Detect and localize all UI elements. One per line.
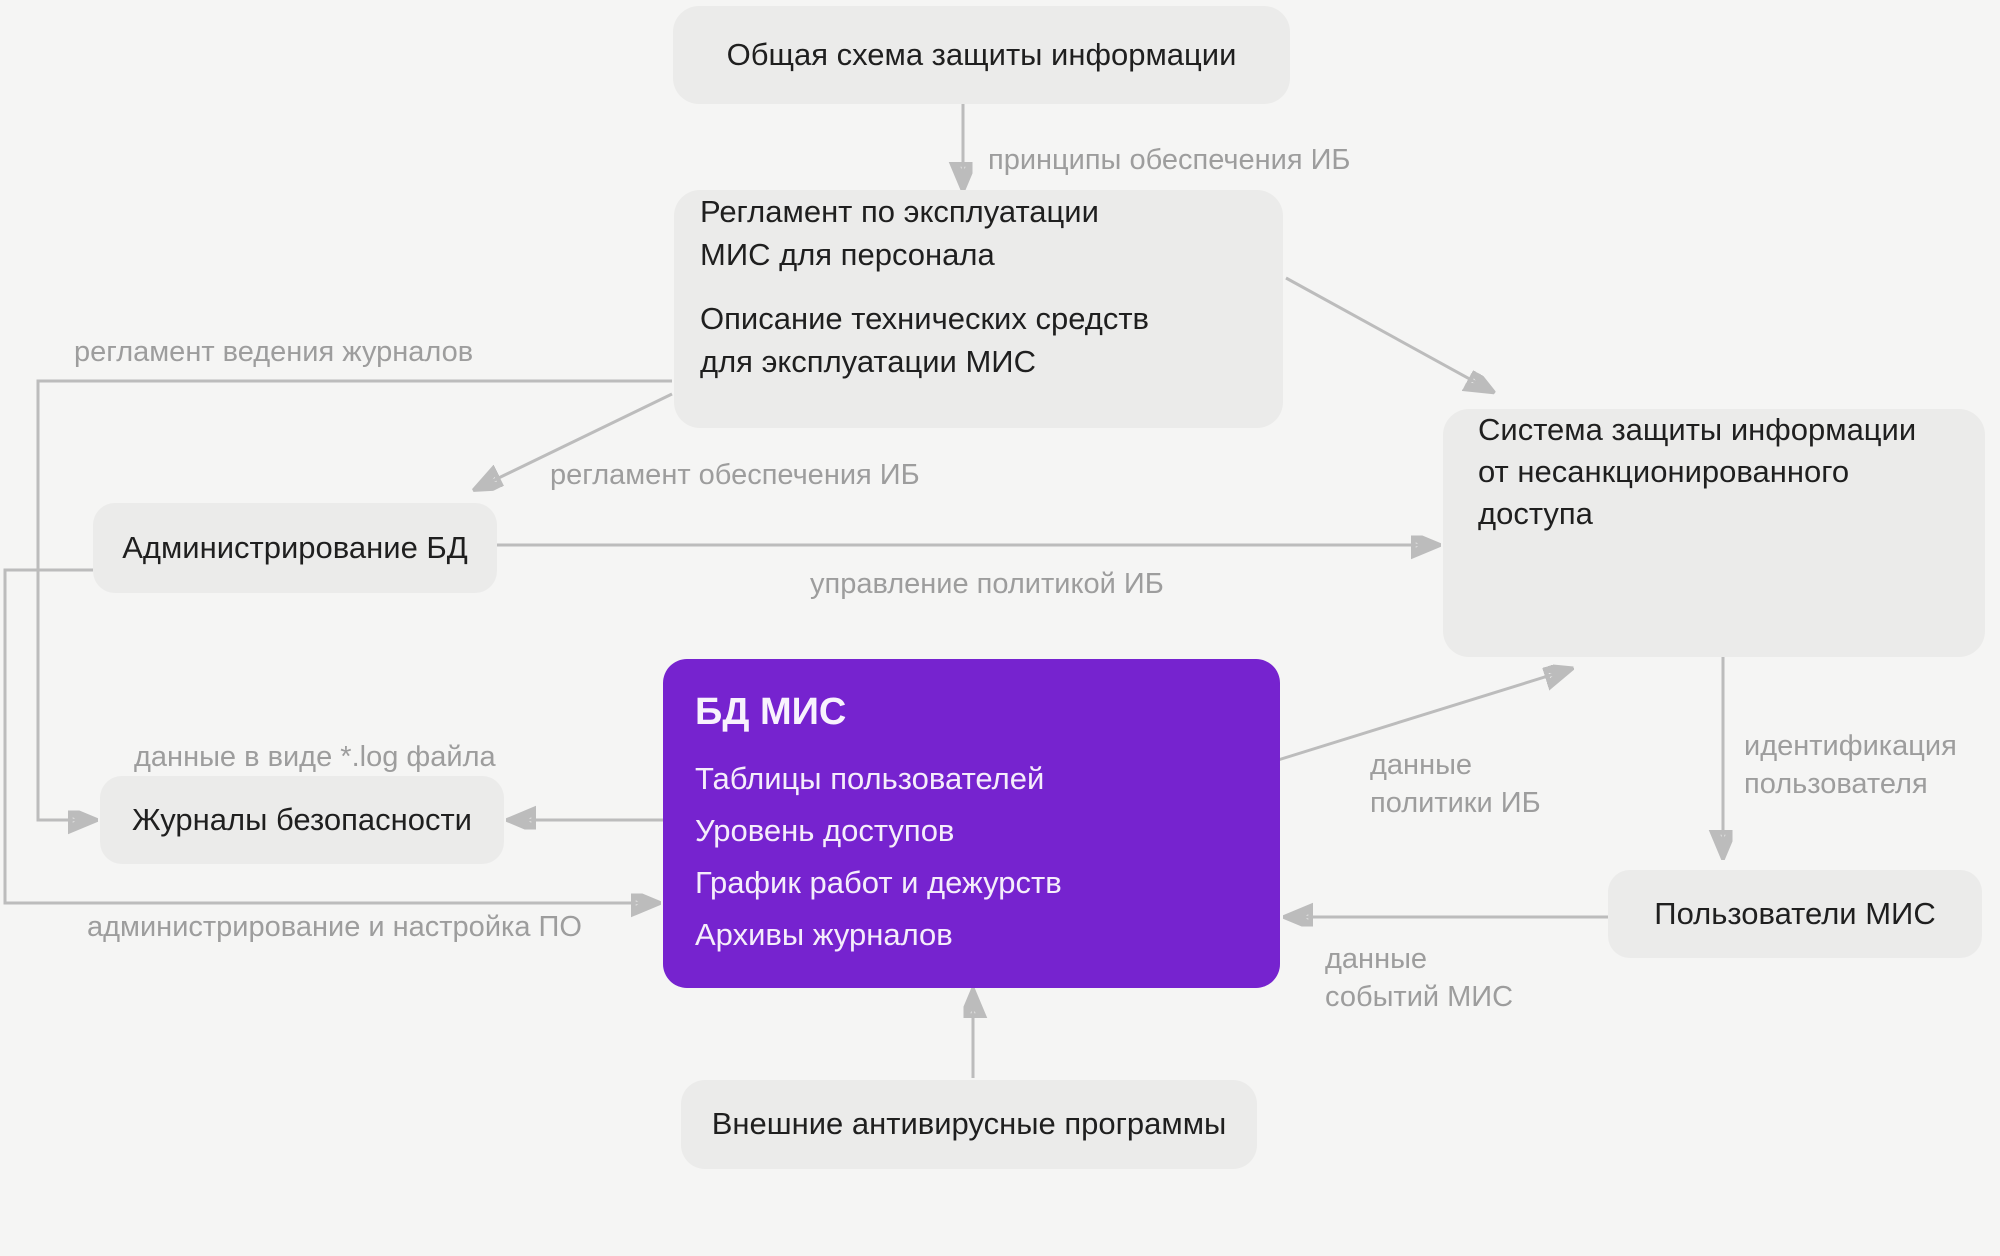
node-general-scheme: Общая схема защиты информации [673,6,1290,104]
edge-label-admin-setup: администрирование и настройка ПО [87,911,582,943]
edge-label-ib-reglament: регламент обеспечения ИБ [550,459,920,491]
edge-label-log-file-data: данные в виде *.log файла [134,741,496,773]
node-security-logs: Журналы безопасности [100,776,504,864]
node-db-mis: БД МИС Таблицы пользователей Уровень дос… [663,659,1280,988]
edge-label-journal-reglament: регламент ведения журналов [74,336,474,368]
node-admin-db: Администрирование БД [93,503,497,593]
node-general-scheme-label: Общая схема защиты информации [726,36,1237,72]
node-reglament-line-1: Регламент по эксплуатации [700,194,1099,229]
node-reglament-line-2: МИС для персонала [700,237,995,272]
edge-label-mis-events-data-line-2: событий МИС [1325,981,1514,1013]
node-reglament-line-3: Описание технических средств [700,301,1150,336]
edge-label-user-identification-line-1: идентификация [1744,730,1957,762]
node-db-mis-list: Таблицы пользователей Уровень доступов Г… [695,753,1062,961]
edge-label-mis-events-data: данные событий МИС [1325,940,1513,1016]
node-protection-system: Система защиты информации от несанкциони… [1443,409,1985,657]
node-protection-line-2: от несанкционированного [1478,454,1850,489]
node-antivirus-label: Внешние антивирусные программы [711,1106,1227,1142]
edge-db-mis-to-protection [1277,671,1564,762]
node-security-logs-label: Журналы безопасности [132,801,472,837]
edge-label-ib-policy-data: данные политики ИБ [1370,746,1541,822]
node-db-mis-title: БД МИС [695,691,847,733]
edge-label-ib-policy-management: управление политикой ИБ [810,568,1164,600]
node-reglament-paragraph-2: Описание технических средств для эксплуа… [700,297,1149,383]
edge-label-principles: принципы обеспечения ИБ [988,144,1351,176]
edge-label-ib-policy-data-line-2: политики ИБ [1370,787,1541,819]
node-mis-users: Пользователи МИС [1608,870,1982,958]
edge-label-ib-policy-data-line-1: данные [1370,749,1473,781]
node-db-mis-item-schedules: График работ и дежурств [695,865,1062,900]
node-db-mis-item-log-archives: Архивы журналов [695,917,953,952]
node-reglament-line-4: для эксплуатации МИС [700,344,1036,379]
node-protection-line-3: доступа [1478,496,1593,531]
edge-label-user-identification: идентификация пользователя [1744,727,1957,803]
edge-reglament-to-logs [36,379,672,820]
node-protection-line-1: Система защиты информации [1478,412,1917,447]
edge-reglament-to-protection [1285,276,1486,388]
edge-label-user-identification-line-2: пользователя [1744,768,1928,800]
node-admin-db-label: Администрирование БД [122,529,468,565]
node-antivirus: Внешние антивирусные программы [681,1080,1257,1169]
node-db-mis-item-access-levels: Уровень доступов [695,813,955,848]
node-mis-users-label: Пользователи МИС [1654,895,1936,931]
node-reglament: Регламент по эксплуатации МИС для персон… [674,190,1283,428]
edge-admin-db-to-db-mis [3,568,651,903]
edge-reglament-to-admin-db [482,392,673,486]
node-db-mis-item-user-tables: Таблицы пользователей [695,761,1045,796]
edge-label-mis-events-data-line-1: данные [1325,943,1428,975]
node-reglament-paragraph-1: Регламент по эксплуатации МИС для персон… [700,190,1099,276]
